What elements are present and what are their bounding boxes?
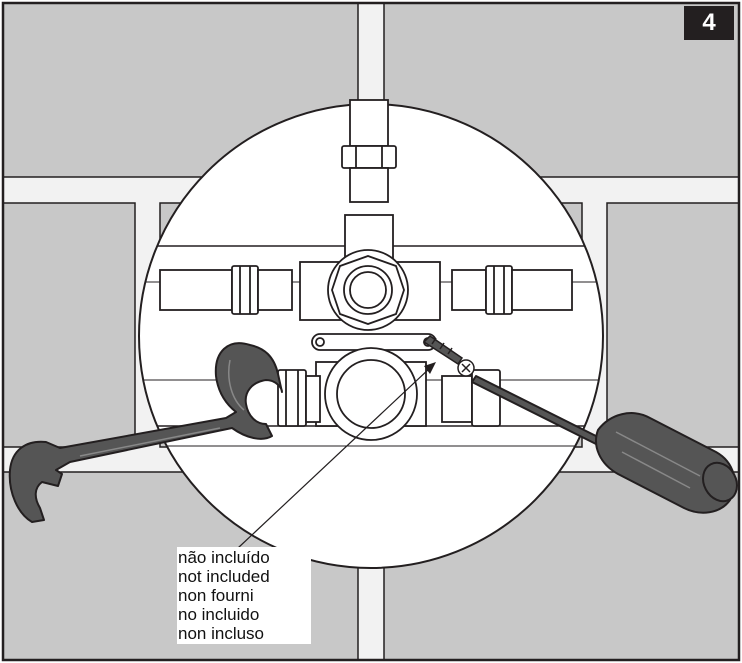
step-number-badge: 4 bbox=[684, 6, 734, 40]
callout-line: non incluso bbox=[178, 624, 265, 643]
detail-circle bbox=[138, 99, 604, 569]
valve-lower bbox=[277, 347, 501, 441]
valve-body bbox=[159, 214, 573, 351]
screw-icon bbox=[422, 335, 475, 377]
callout-line: non fourni bbox=[178, 586, 254, 605]
callout-line: no incluido bbox=[178, 605, 260, 624]
wrench-icon bbox=[8, 342, 283, 523]
screwdriver-icon bbox=[471, 375, 738, 514]
callout-line: not included bbox=[178, 567, 270, 586]
callout-leader bbox=[237, 362, 436, 549]
callout-line: não incluído bbox=[178, 548, 270, 567]
top-pipe bbox=[341, 99, 397, 203]
